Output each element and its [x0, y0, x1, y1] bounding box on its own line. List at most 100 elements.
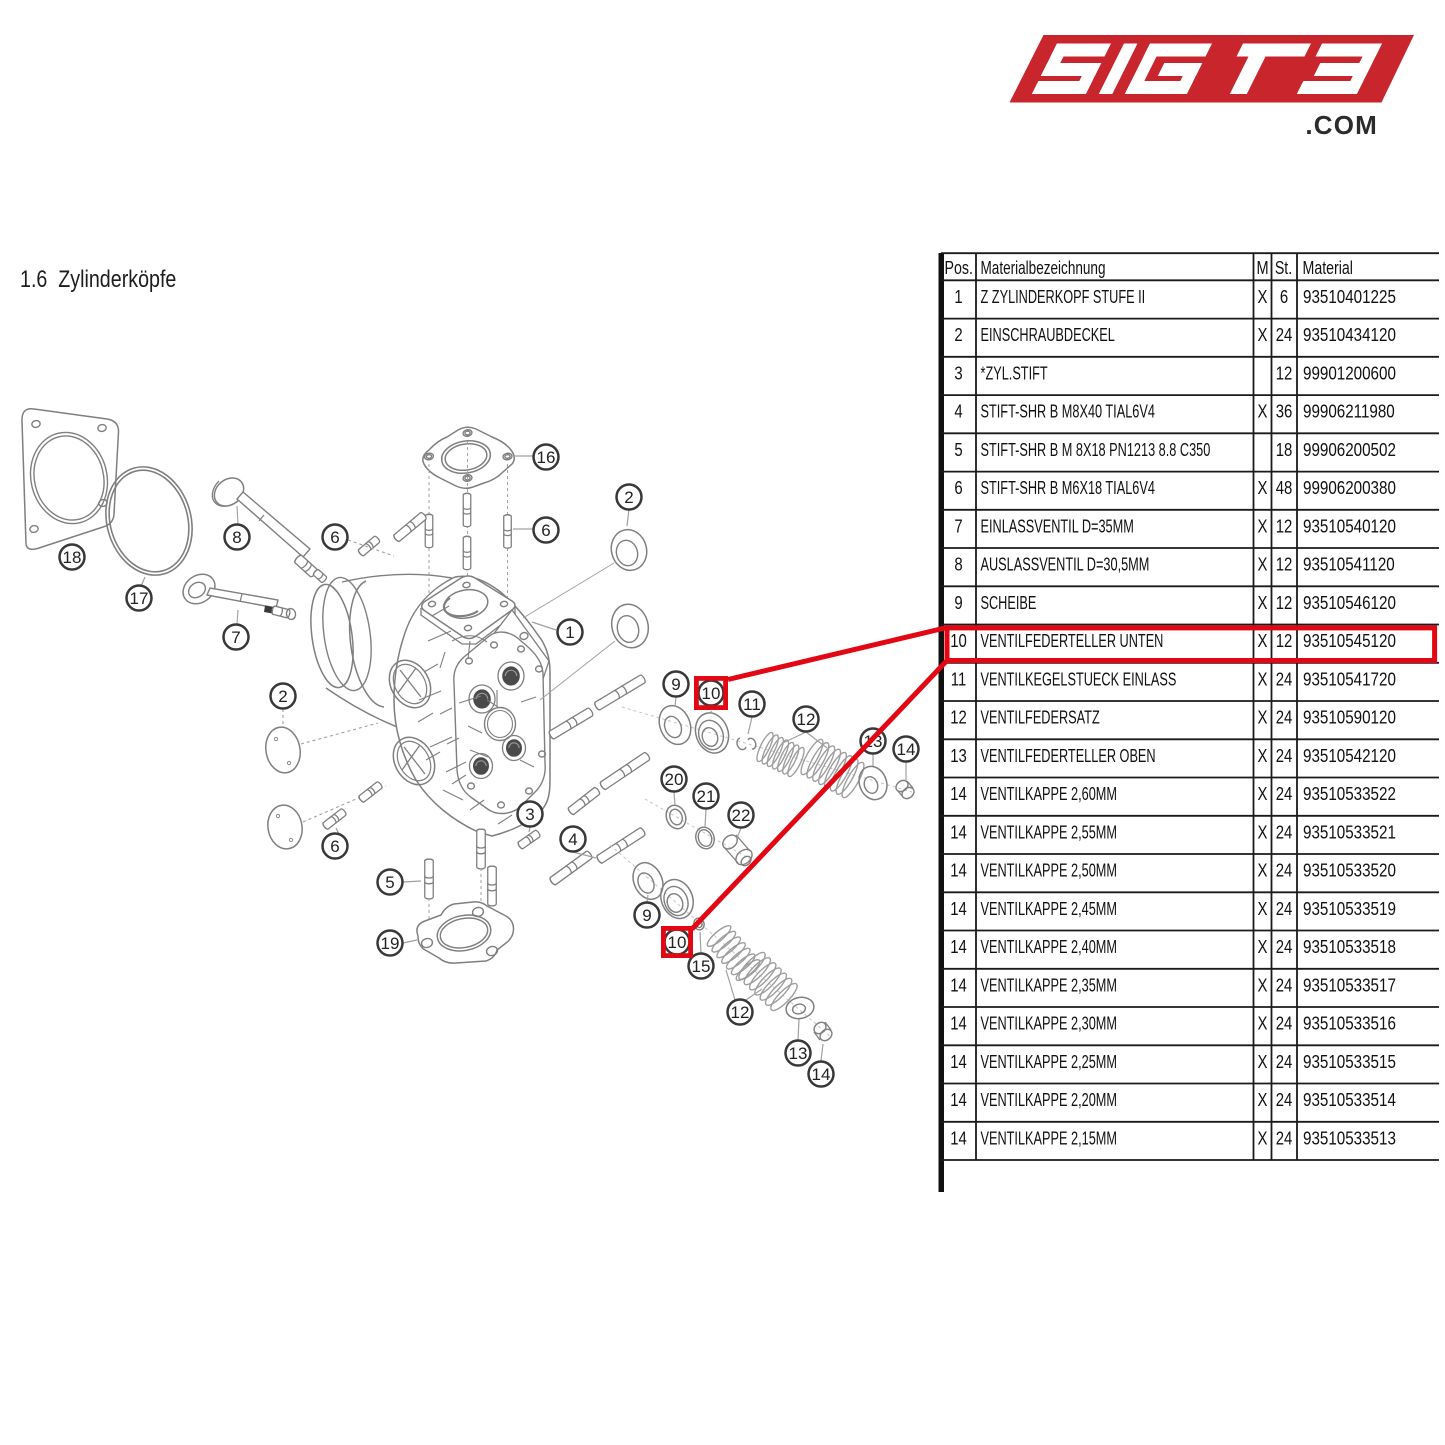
- svg-text:93510590120: 93510590120: [1303, 707, 1396, 728]
- svg-text:X: X: [1258, 592, 1268, 613]
- svg-text:VENTILFEDERTELLER OBEN: VENTILFEDERTELLER OBEN: [981, 747, 1156, 767]
- svg-text:12: 12: [1276, 363, 1293, 384]
- svg-text:93510533518: 93510533518: [1303, 937, 1396, 958]
- svg-text:STIFT-SHR B M8X40 TIAL6V4: STIFT-SHR B M8X40 TIAL6V4: [981, 403, 1156, 423]
- svg-text:93510540120: 93510540120: [1303, 516, 1396, 537]
- svg-text:VENTILKAPPE 2,20MM: VENTILKAPPE 2,20MM: [981, 1091, 1117, 1111]
- svg-text:EINSCHRAUBDECKEL: EINSCHRAUBDECKEL: [981, 326, 1116, 346]
- svg-text:14: 14: [950, 784, 967, 805]
- svg-text:5: 5: [385, 873, 394, 892]
- svg-text:99906200380: 99906200380: [1303, 478, 1396, 499]
- svg-text:14: 14: [950, 1013, 967, 1034]
- svg-text:X: X: [1258, 745, 1268, 766]
- svg-text:24: 24: [1276, 937, 1293, 958]
- svg-text:6: 6: [330, 837, 339, 856]
- svg-text:93510533517: 93510533517: [1303, 975, 1396, 996]
- svg-text:7: 7: [231, 628, 240, 647]
- svg-text:99906200502: 99906200502: [1303, 440, 1396, 461]
- svg-text:VENTILKAPPE 2,35MM: VENTILKAPPE 2,35MM: [981, 976, 1117, 996]
- svg-text:Material: Material: [1303, 258, 1353, 278]
- svg-text:24: 24: [1276, 1090, 1293, 1111]
- svg-text:1: 1: [565, 623, 574, 642]
- svg-text:93510533515: 93510533515: [1303, 1052, 1396, 1073]
- svg-text:24: 24: [1276, 860, 1293, 881]
- svg-text:21: 21: [697, 787, 716, 806]
- svg-text:36: 36: [1276, 401, 1293, 422]
- svg-text:93510546120: 93510546120: [1303, 593, 1396, 614]
- svg-text:93510541720: 93510541720: [1303, 669, 1396, 690]
- svg-text:5: 5: [954, 439, 962, 460]
- svg-text:X: X: [1258, 516, 1268, 537]
- svg-text:X: X: [1258, 554, 1268, 575]
- svg-text:14: 14: [950, 822, 967, 843]
- svg-text:24: 24: [1276, 745, 1293, 766]
- svg-text:7: 7: [954, 516, 962, 537]
- svg-text:24: 24: [1276, 1013, 1293, 1034]
- svg-text:24: 24: [1276, 669, 1293, 690]
- svg-text:6: 6: [1280, 286, 1288, 307]
- svg-text:2: 2: [624, 488, 633, 507]
- svg-text:93510533520: 93510533520: [1303, 860, 1396, 881]
- svg-text:14: 14: [950, 1051, 967, 1072]
- svg-text:99901200600: 99901200600: [1303, 363, 1396, 384]
- svg-text:VENTILKAPPE 2,45MM: VENTILKAPPE 2,45MM: [981, 900, 1117, 920]
- svg-text:VENTILKAPPE 2,30MM: VENTILKAPPE 2,30MM: [981, 1014, 1117, 1034]
- svg-text:X: X: [1258, 822, 1268, 843]
- svg-text:24: 24: [1276, 822, 1293, 843]
- svg-text:93510545120: 93510545120: [1303, 631, 1396, 652]
- svg-text:6: 6: [330, 528, 339, 547]
- svg-text:VENTILKAPPE 2,60MM: VENTILKAPPE 2,60MM: [981, 785, 1117, 805]
- svg-text:9: 9: [642, 906, 651, 925]
- svg-text:16: 16: [537, 448, 556, 467]
- svg-text:14: 14: [950, 860, 967, 881]
- svg-text:SCHEIBE: SCHEIBE: [981, 594, 1037, 614]
- svg-text:X: X: [1258, 707, 1268, 728]
- svg-text:24: 24: [1276, 325, 1293, 346]
- svg-text:St.: St.: [1275, 258, 1292, 278]
- svg-text:12: 12: [1276, 631, 1293, 652]
- svg-text:4: 4: [568, 830, 577, 849]
- svg-text:19: 19: [381, 934, 400, 953]
- svg-text:Z ZYLINDERKOPF STUFE II: Z ZYLINDERKOPF STUFE II: [981, 288, 1146, 308]
- svg-text:99906211980: 99906211980: [1303, 401, 1395, 422]
- svg-text:93510533516: 93510533516: [1303, 1013, 1396, 1034]
- svg-text:93510542120: 93510542120: [1303, 746, 1396, 767]
- svg-text:2: 2: [278, 687, 287, 706]
- svg-text:11: 11: [743, 695, 761, 714]
- svg-text:13: 13: [789, 1044, 808, 1063]
- svg-text:24: 24: [1276, 784, 1293, 805]
- svg-text:X: X: [1258, 784, 1268, 805]
- svg-text:93510434120: 93510434120: [1303, 325, 1396, 346]
- svg-text:2: 2: [954, 325, 962, 346]
- svg-text:24: 24: [1276, 898, 1293, 919]
- svg-text:14: 14: [950, 1128, 967, 1149]
- svg-text:9: 9: [954, 592, 962, 613]
- svg-text:1: 1: [954, 286, 962, 307]
- svg-text:VENTILFEDERSATZ: VENTILFEDERSATZ: [981, 708, 1101, 728]
- svg-text:22: 22: [732, 806, 751, 825]
- svg-text:12: 12: [797, 710, 816, 729]
- svg-text:X: X: [1258, 975, 1268, 996]
- svg-text:VENTILFEDERTELLER UNTEN: VENTILFEDERTELLER UNTEN: [981, 632, 1164, 652]
- svg-text:10: 10: [702, 684, 721, 703]
- svg-text:3: 3: [954, 363, 962, 384]
- svg-text:13: 13: [950, 745, 967, 766]
- svg-text:VENTILKEGELSTUECK EINLASS: VENTILKEGELSTUECK EINLASS: [981, 670, 1177, 690]
- svg-text:24: 24: [1276, 707, 1293, 728]
- svg-text:18: 18: [63, 548, 82, 567]
- svg-text:1.6 Zylinderköpfe: 1.6 Zylinderköpfe: [20, 265, 176, 292]
- svg-text:X: X: [1258, 1090, 1268, 1111]
- svg-text:4: 4: [954, 401, 962, 422]
- svg-text:*ZYL.STIFT: *ZYL.STIFT: [981, 364, 1048, 384]
- svg-text:.COM: .COM: [1305, 110, 1378, 140]
- svg-text:12: 12: [1276, 592, 1293, 613]
- svg-text:Materialbezeichnung: Materialbezeichnung: [981, 258, 1106, 278]
- svg-text:24: 24: [1276, 1128, 1293, 1149]
- svg-text:VENTILKAPPE 2,25MM: VENTILKAPPE 2,25MM: [981, 1053, 1117, 1073]
- svg-text:48: 48: [1276, 478, 1293, 499]
- svg-text:VENTILKAPPE 2,50MM: VENTILKAPPE 2,50MM: [981, 861, 1117, 881]
- svg-text:11: 11: [951, 669, 966, 690]
- svg-text:18: 18: [1276, 439, 1293, 460]
- svg-text:X: X: [1258, 1128, 1268, 1149]
- svg-text:9: 9: [671, 675, 680, 694]
